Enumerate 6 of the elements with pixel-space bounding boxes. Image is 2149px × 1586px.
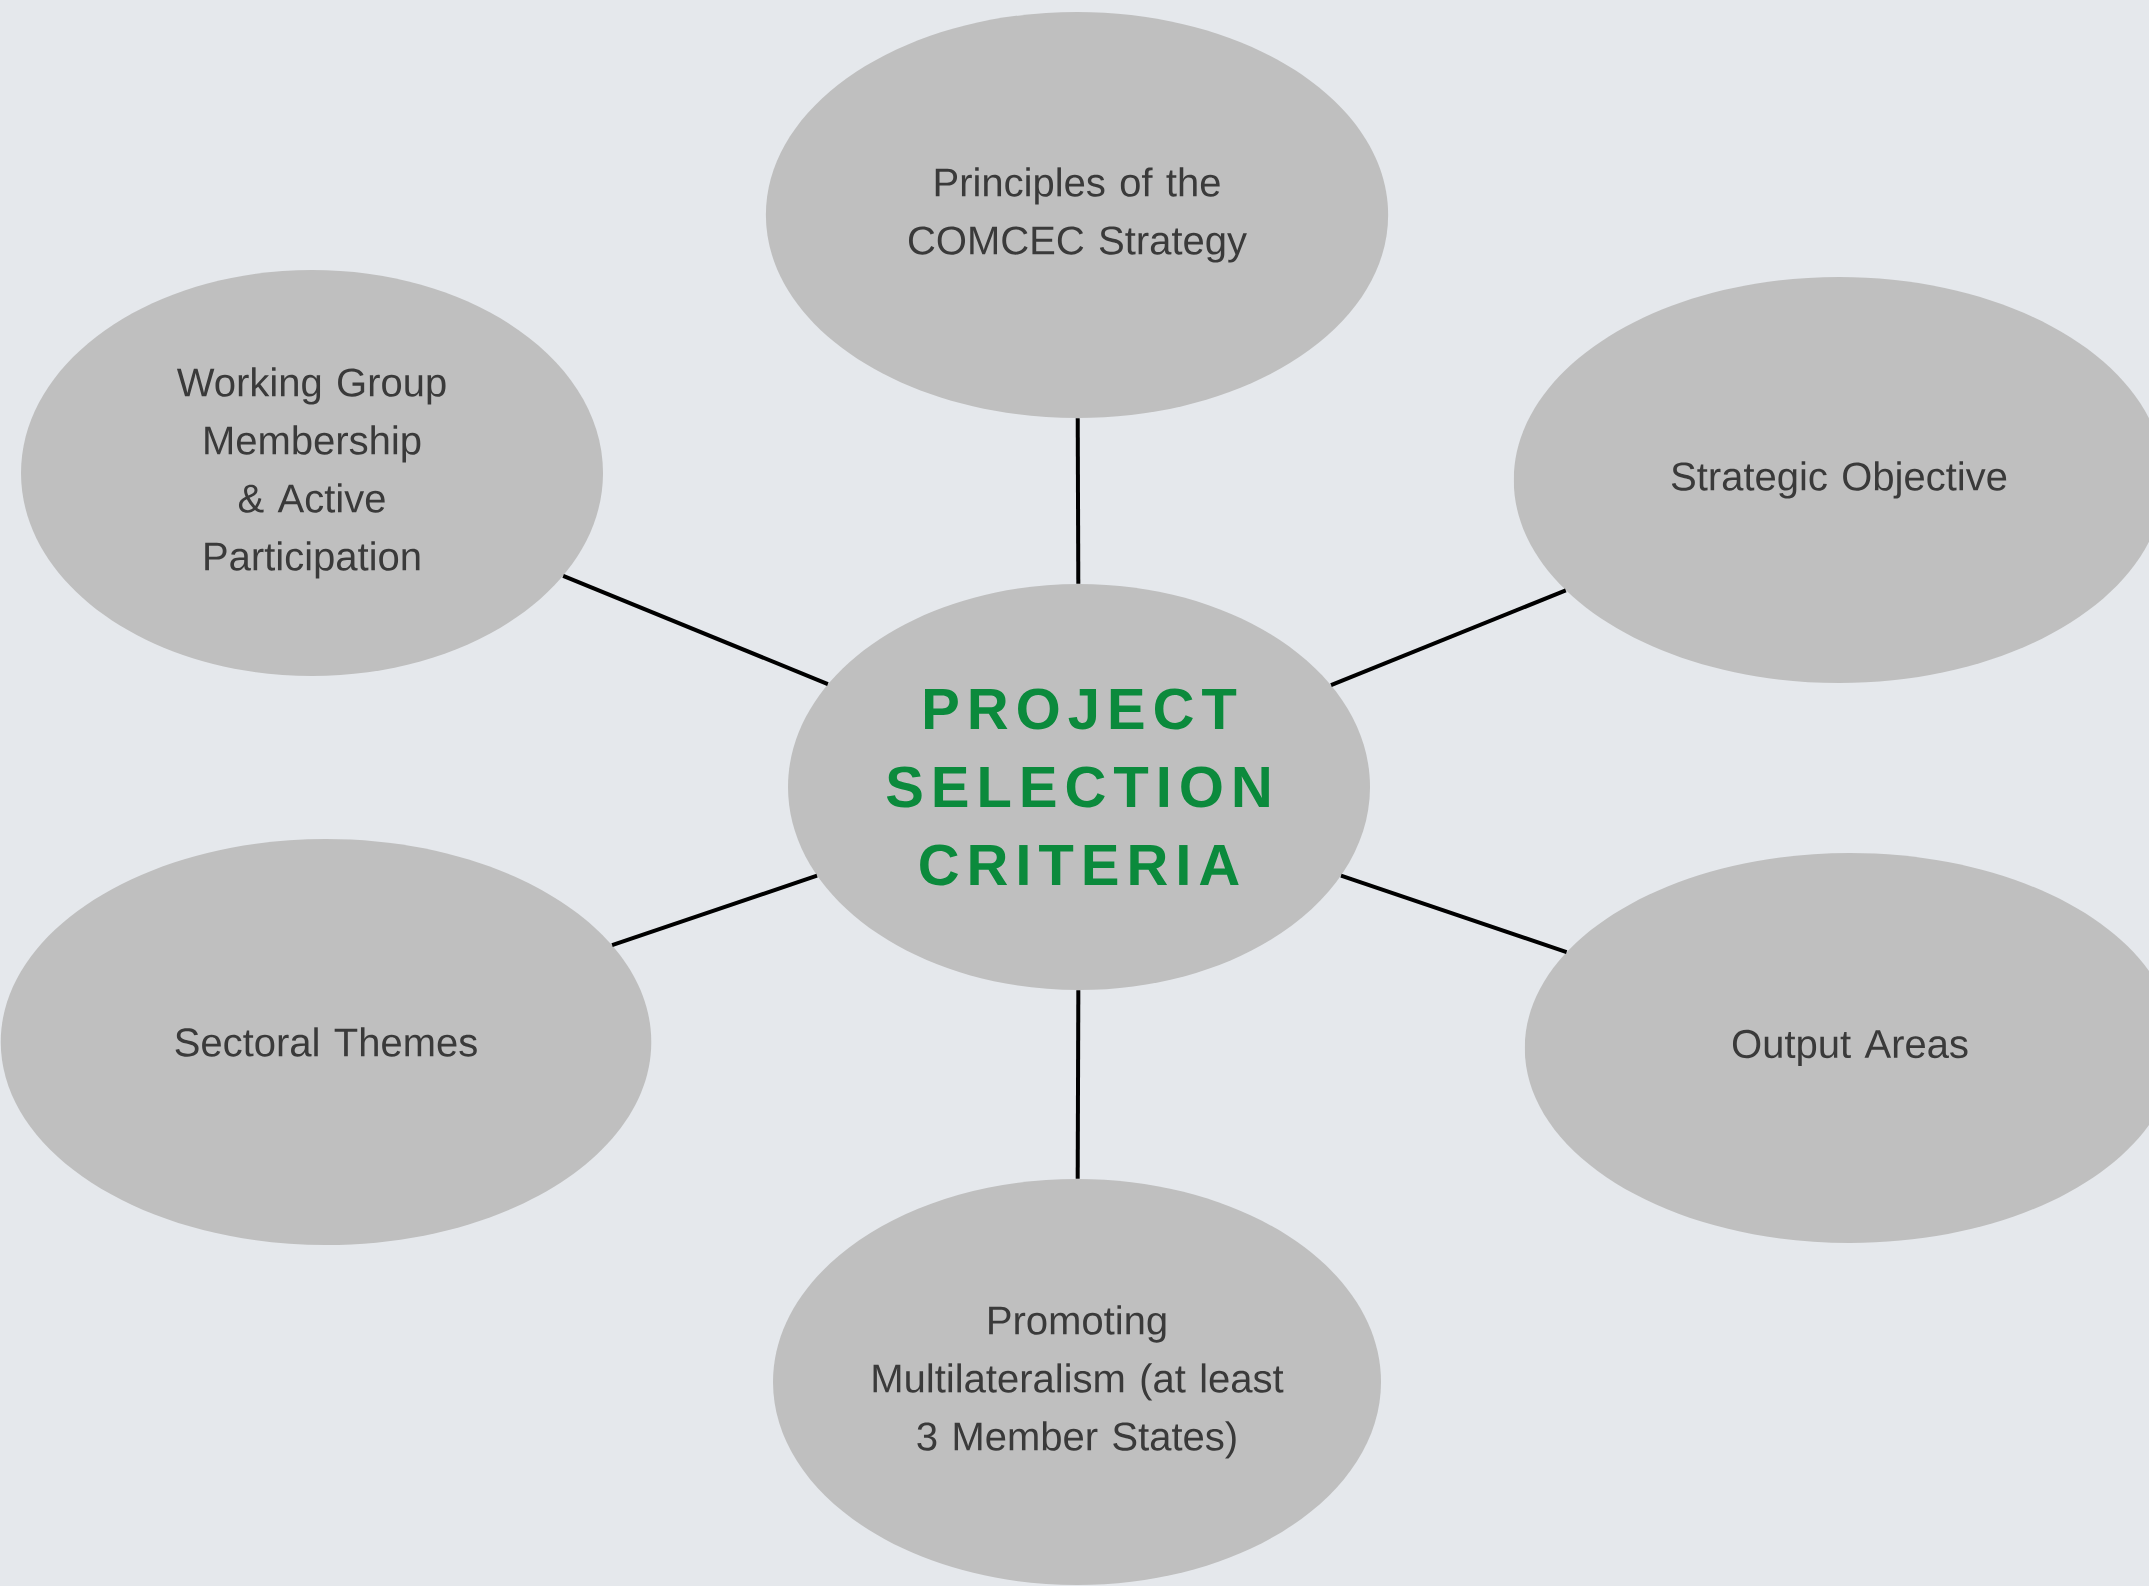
connector-line	[1330, 588, 1567, 688]
connector-line	[1340, 873, 1568, 954]
connector-line	[611, 873, 818, 947]
connector-line	[1075, 990, 1081, 1179]
connector-line	[562, 573, 829, 686]
connector-line	[1075, 418, 1081, 584]
